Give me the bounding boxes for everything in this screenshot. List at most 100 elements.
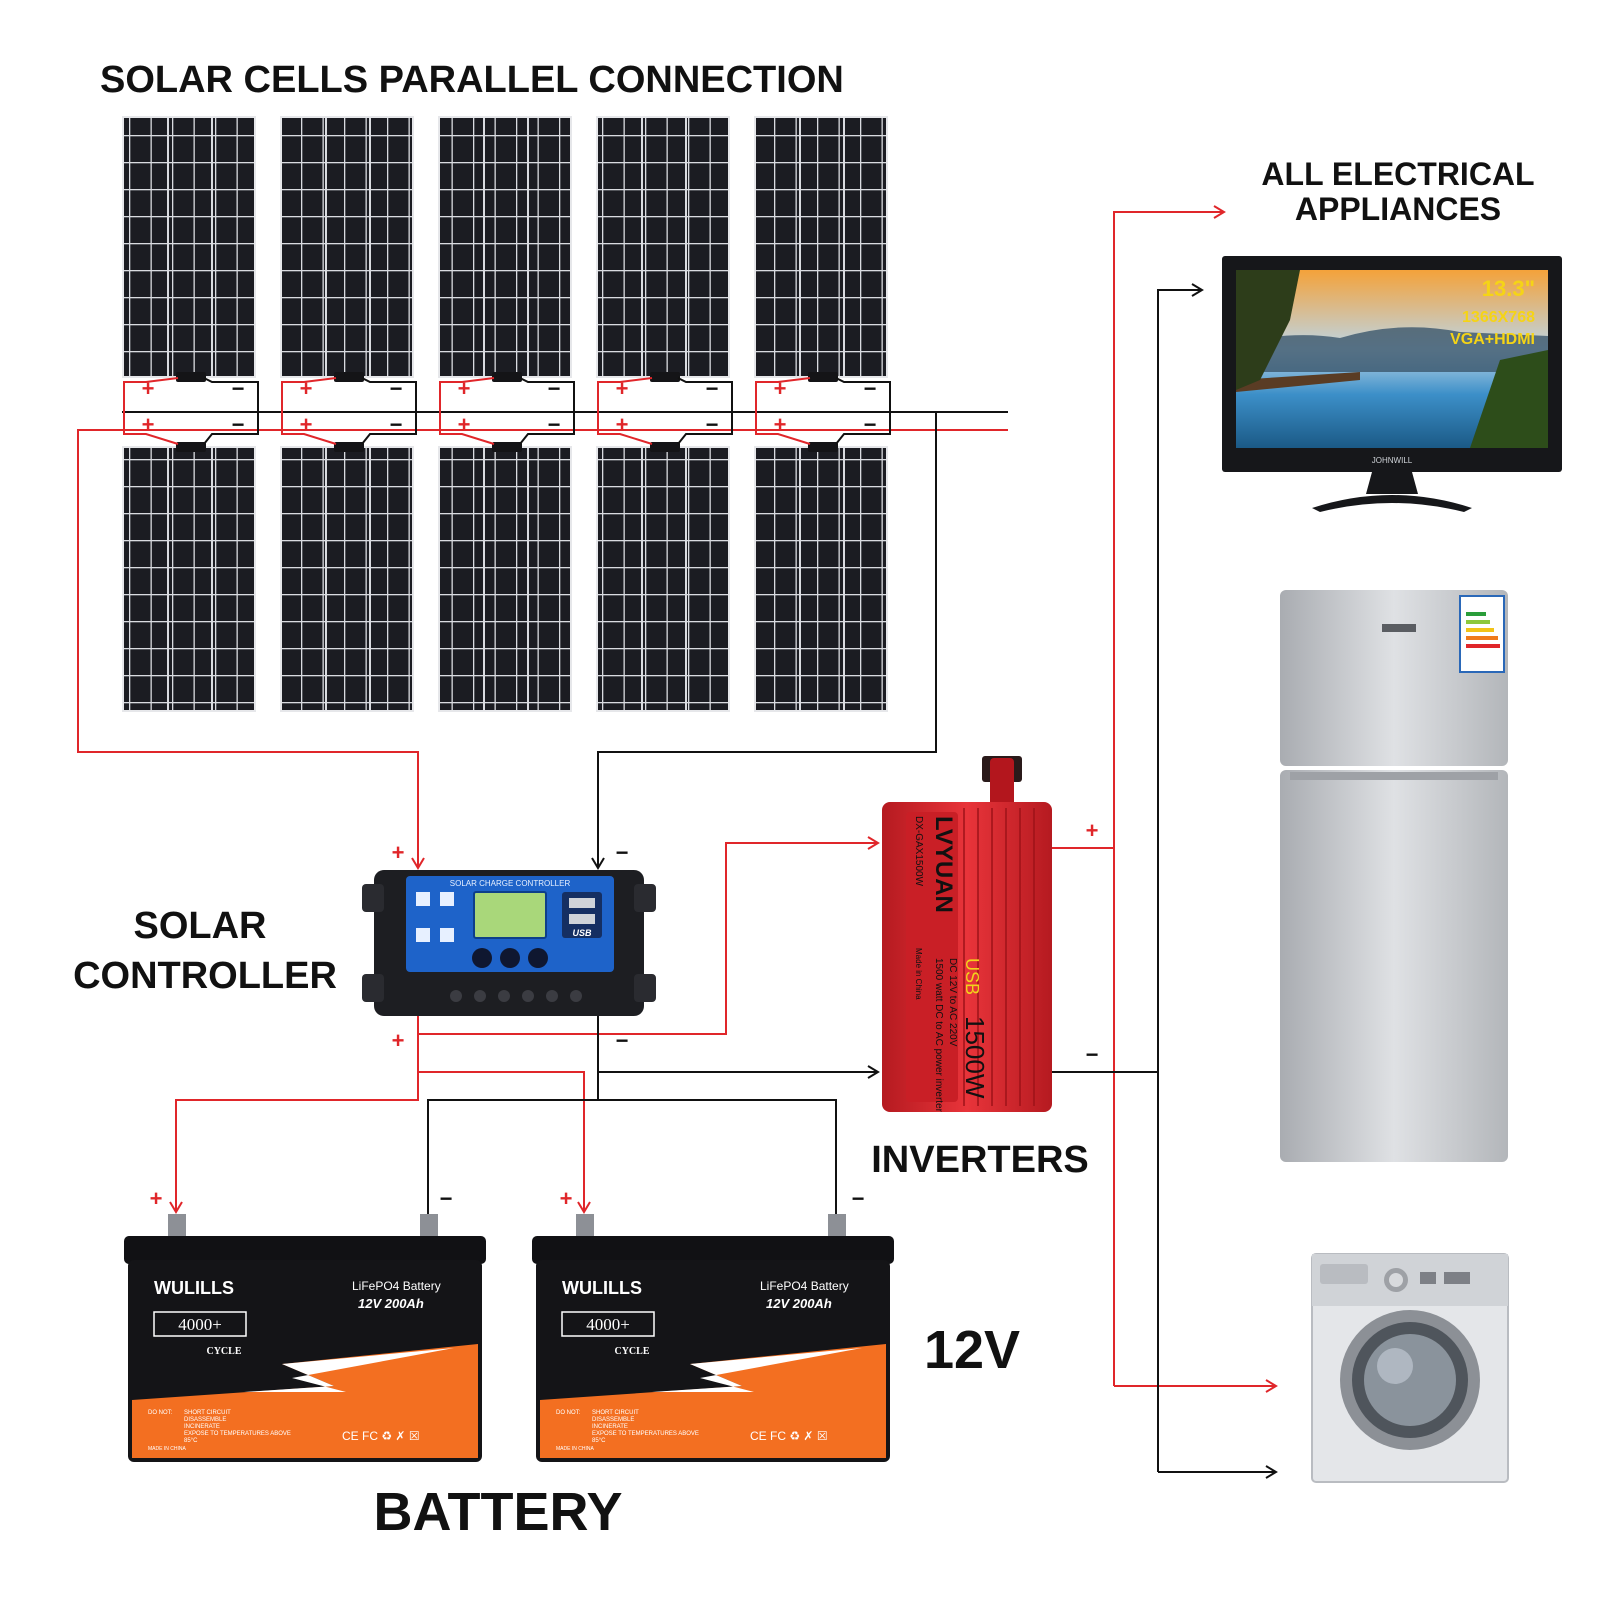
controller-lcd <box>473 891 547 939</box>
voltage-label: 12V <box>924 1320 1020 1380</box>
inverter: LVYUAN DX-GAX1500W Made in China 1500 wa… <box>882 756 1052 1113</box>
fridge-logo <box>1382 624 1416 632</box>
television: 13.3" 1366X768 VGA+HDMI JOHNWILL <box>1222 256 1562 512</box>
panel-plus-sign: + <box>774 412 787 437</box>
solar-panel <box>280 116 414 382</box>
mcu-icon <box>416 892 430 906</box>
junction-box <box>492 442 522 452</box>
controller-title-line2: CONTROLLER <box>73 955 337 997</box>
controller-button-1 <box>472 948 492 968</box>
panel-minus-sign: − <box>706 412 719 437</box>
tv-brand: JOHNWILL <box>1372 456 1413 465</box>
battery-cycle-count: 4000+ <box>178 1315 222 1334</box>
controller-button-2 <box>500 948 520 968</box>
panel-plus-sign: + <box>616 376 629 401</box>
controller-button-3 <box>528 948 548 968</box>
battery-cert-marks: CE FC ♻ ✗ ☒ <box>750 1429 828 1443</box>
inverter-usb-label: USB <box>962 958 982 995</box>
tv-resolution: 1366X768 <box>1462 309 1535 326</box>
battery-spec: 12V 200Ah <box>358 1296 424 1311</box>
battery-cycle-label: CYCLE <box>206 1346 241 1357</box>
inverter-brand: LVYUAN <box>930 816 957 913</box>
panel-minus-sign: − <box>548 412 561 437</box>
minus-sign: − <box>852 1186 865 1211</box>
minus-sign: − <box>440 1186 453 1211</box>
panel-plus-sign: + <box>300 376 313 401</box>
battery-negative-terminal <box>828 1214 846 1238</box>
battery-type: LiFePO4 Battery <box>352 1279 441 1293</box>
solar-panel <box>438 442 572 712</box>
inverter-made-in: Made in China <box>914 948 923 1000</box>
refrigerator <box>1280 590 1508 1162</box>
plus-sign: + <box>392 840 405 865</box>
inverter-power: 1500W <box>960 1016 990 1099</box>
tv-size: 13.3" <box>1482 276 1535 301</box>
battery-warning-line: 85°C <box>184 1438 198 1444</box>
detergent-drawer <box>1320 1264 1368 1284</box>
tv-stand <box>1312 495 1472 512</box>
battery-type: LiFePO4 Battery <box>760 1279 849 1293</box>
panel-minus-sign: − <box>864 376 877 401</box>
appliance-wires <box>1052 205 1278 1479</box>
solar-panel <box>754 116 888 382</box>
battery-warning-line: SHORT CIRCUIT <box>184 1410 231 1416</box>
junction-box <box>334 372 364 382</box>
panel-minus-sign: − <box>548 376 561 401</box>
battery-warning-title: DO NOT: <box>148 1410 173 1416</box>
panel-bus-wires <box>77 411 1008 870</box>
panel-minus-sign: − <box>706 376 719 401</box>
battery-warning-line: SHORT CIRCUIT <box>592 1410 639 1416</box>
panel-plus-sign: + <box>458 412 471 437</box>
battery-made-in: MADE IN CHINA <box>556 1446 594 1452</box>
solar-panel-array <box>122 116 888 712</box>
battery-cycle-label: CYCLE <box>614 1346 649 1357</box>
solar-charge-controller: SOLAR CHARGE CONTROLLER USB <box>362 870 656 1016</box>
battery-spec: 12V 200Ah <box>766 1296 832 1311</box>
junction-box <box>808 442 838 452</box>
panel-plus-sign: + <box>616 412 629 437</box>
junction-box <box>334 442 364 452</box>
junction-box <box>176 372 206 382</box>
battery-warning-line: INCINERATE <box>184 1424 220 1430</box>
battery-title: BATTERY <box>374 1482 623 1542</box>
panel-plus-sign: + <box>142 376 155 401</box>
battery-warning-line: INCINERATE <box>592 1424 628 1430</box>
fridge-freezer-door <box>1280 590 1508 766</box>
junction-box <box>492 372 522 382</box>
mode-icon <box>416 928 430 942</box>
controller-output-wires <box>169 836 880 1228</box>
panel-minus-sign: − <box>232 412 245 437</box>
battery-warning-title: DO NOT: <box>556 1410 581 1416</box>
battery-warning-line: EXPOSE TO TEMPERATURES ABOVE <box>184 1431 291 1437</box>
battery-brand: WULILLS <box>154 1278 234 1298</box>
full-icon <box>440 928 454 942</box>
junction-box <box>808 372 838 382</box>
battery-positive-terminal <box>576 1214 594 1238</box>
panel-minus-sign: − <box>390 412 403 437</box>
inverter-spec-2: DC 12V to AC 220V <box>947 958 958 1047</box>
junction-box <box>650 442 680 452</box>
polarity-signs: +−+−+−+−+−+−+−+−+−+−+−+−+−+−+− <box>142 376 1099 1211</box>
energy-label <box>1459 595 1505 673</box>
battery-cycle-count: 4000+ <box>586 1315 630 1334</box>
junction-box <box>650 372 680 382</box>
battery-warning-line: EXPOSE TO TEMPERATURES ABOVE <box>592 1431 699 1437</box>
plus-sign: + <box>560 1186 573 1211</box>
battery-cert-marks: CE FC ♻ ✗ ☒ <box>342 1429 420 1443</box>
minus-sign: − <box>1086 1042 1099 1067</box>
fridge-main-door <box>1280 770 1508 1162</box>
minus-sign: − <box>616 1028 629 1053</box>
solar-panel <box>122 442 256 712</box>
solar-panel <box>596 116 730 382</box>
minus-sign: − <box>616 840 629 865</box>
battery-positive-terminal <box>168 1214 186 1238</box>
panel-leads <box>123 377 891 445</box>
solar-panel <box>754 442 888 712</box>
panel-plus-sign: + <box>458 376 471 401</box>
washing-machine <box>1311 1253 1509 1483</box>
panel-plus-sign: + <box>300 412 313 437</box>
controller-title-line1: SOLAR <box>134 905 267 947</box>
